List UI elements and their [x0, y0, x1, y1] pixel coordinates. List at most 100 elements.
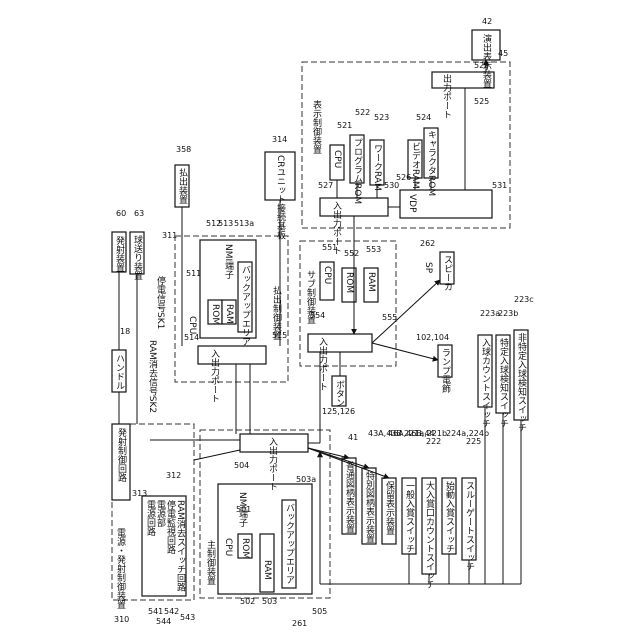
ref-521: 521 — [337, 121, 352, 130]
speaker-label: スピーカ — [442, 255, 452, 291]
ref-525: 525 — [474, 97, 489, 106]
payout-backup-label: バックアップエリア — [240, 265, 251, 346]
ref-125: 125,126 — [322, 407, 355, 416]
ref-530: 530 — [384, 181, 399, 190]
ref-527: 527 — [318, 181, 333, 190]
launch-control-label: 発射制御回路 — [116, 427, 127, 483]
outage-monitor-label: 停電監視回路 — [165, 499, 176, 555]
main-cpu-label: CPU — [223, 538, 233, 556]
program-rom-label: プログラムROM — [352, 138, 363, 204]
ref-553: 553 — [366, 245, 381, 254]
ref-554: 554 — [310, 311, 325, 320]
main-io-port-label: 入出力ポート — [267, 437, 278, 491]
ref-262: 262 — [420, 239, 435, 248]
ref-225: 225 — [466, 437, 481, 446]
ref-501: 501 — [236, 505, 251, 514]
stop-signal-label: 停電信号SK1 — [155, 275, 166, 329]
ref-552: 552 — [344, 249, 359, 258]
payout-nmi-label: NMI端子 — [223, 244, 234, 279]
handle-label: ハンドル — [114, 354, 125, 390]
power-circuit-label: 電源回路 — [145, 500, 156, 537]
ref-503a: 503a — [296, 475, 316, 484]
sub-io-port-label: 入出力ポート — [317, 337, 328, 391]
payout-io-port-label: 入出力ポート — [209, 349, 220, 403]
payout-ram-label: RAM — [224, 304, 234, 324]
main-rom-label: ROM — [240, 538, 250, 559]
ref-313: 313 — [132, 489, 147, 498]
ref-513: 513 — [218, 219, 233, 228]
ref-223b: 223b — [498, 309, 518, 318]
main-control-label: 主制御装置 — [205, 539, 216, 585]
ref-551: 551 — [322, 243, 337, 252]
specific-ball-switch-label: 特定入球検知スイッチ — [498, 337, 509, 428]
ref-42: 42 — [482, 17, 492, 26]
ref-542: 542 — [164, 607, 179, 616]
ball-count-switch-label: 入球カウントスイッチ — [480, 338, 491, 428]
ref-311: 311 — [162, 231, 177, 240]
launch-device-label: 発射装置 — [114, 235, 125, 272]
ref-41: 41 — [348, 433, 358, 442]
ref-358: 358 — [176, 145, 191, 154]
ref-504: 504 — [234, 461, 249, 470]
ref-541: 541 — [148, 607, 163, 616]
hold-display-label: 保留表示装置 — [384, 480, 395, 535]
ref-544: 544 — [156, 617, 171, 626]
ref-513a: 513a — [234, 219, 254, 228]
sub-rom-label: ROM — [344, 272, 354, 293]
sp-label: SP — [423, 262, 433, 274]
ref-223c: 223c — [514, 295, 534, 304]
ref-511: 511 — [186, 269, 201, 278]
ref-555: 555 — [382, 313, 397, 322]
ref-529: 529 — [474, 61, 489, 70]
display-control-label: 表示制御装置 — [311, 99, 322, 154]
ref-543: 543 — [180, 613, 195, 622]
general-win-switch-label: 一般入賞スイッチ — [404, 481, 415, 553]
big-winner-count-switch-label: 大入賞口カウントスイッチ — [424, 480, 435, 589]
payout-cpu-label: CPU — [187, 316, 197, 334]
lamp-label: ランプ電飾 — [440, 348, 451, 394]
normal-display-label: 普通図柄表示装置 — [344, 460, 355, 533]
video-ram-label: ビデオRAM — [410, 142, 421, 189]
payout-device-label: 払出装置 — [177, 167, 188, 204]
ram-clear-signal-label: RAM消去信号SK2 — [147, 340, 158, 413]
display-cpu-label: CPU — [332, 150, 342, 168]
main-backup-label: バックアップエリア — [284, 503, 295, 584]
power-launch-label: 電源・発射制御装置 — [115, 528, 126, 609]
ref-312: 312 — [166, 471, 181, 480]
payout-rom-label: ROM — [210, 304, 220, 325]
ram-clear-switch-label: RAM消去スイッチ回路 — [175, 500, 186, 593]
vdp-label: VDP — [407, 194, 417, 213]
character-rom-label: キャラクタROM — [426, 130, 437, 196]
ref-63: 63 — [134, 209, 144, 218]
sub-cpu-label: CPU — [322, 266, 332, 284]
display-output-port-label: 出力ポート — [441, 73, 452, 119]
ref-531: 531 — [492, 181, 507, 190]
cr-unit-label: CRユニット接続基板 — [275, 155, 286, 240]
ref-502: 502 — [240, 597, 255, 606]
ref-503: 503 — [262, 597, 277, 606]
ref-310: 310 — [114, 615, 129, 624]
ref-515: 515 — [272, 331, 287, 340]
ref-524: 524 — [416, 113, 431, 122]
ref-261: 261 — [292, 619, 307, 628]
ref-514: 514 — [184, 333, 199, 342]
ref-18: 18 — [120, 327, 130, 336]
through-gate-switch-label: スルーゲートスイッチ — [464, 481, 475, 571]
ref-314: 314 — [272, 135, 287, 144]
ref-60: 60 — [116, 209, 126, 218]
power-unit-label: 電源部 — [155, 500, 166, 528]
ref-505: 505 — [312, 607, 327, 616]
ref-523: 523 — [374, 113, 389, 122]
work-ram-label: ワークRAM — [372, 144, 382, 191]
button-label: ボタン — [334, 380, 345, 407]
ball-feed-label: 球送り装置 — [132, 234, 143, 280]
starting-switch-label: 始動入賞スイッチ — [444, 480, 455, 553]
ref-222: 222 — [426, 437, 441, 446]
ref-102: 102,104 — [416, 333, 449, 342]
main-ram-label: RAM — [262, 560, 272, 580]
special-display-label: 特別図柄表示装置 — [364, 470, 375, 543]
ref-522: 522 — [355, 108, 370, 117]
ref-45: 45 — [498, 49, 508, 58]
sub-ram-label: RAM — [366, 272, 376, 292]
